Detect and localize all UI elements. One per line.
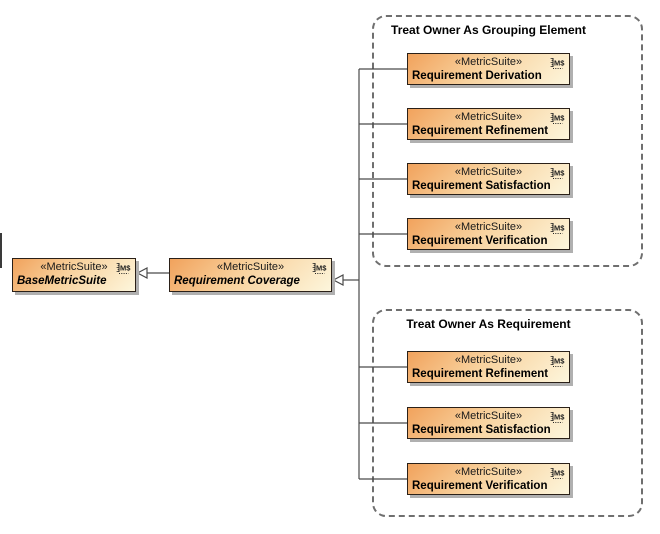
svg-text:M$: M$	[554, 224, 565, 233]
generalization-arrowhead-at-coverage	[332, 274, 344, 286]
group-title: Treat Owner As Grouping Element	[391, 23, 586, 37]
stereotype-label: «MetricSuite»	[454, 354, 523, 366]
node-base-metric-suite[interactable]: M$ «MetricSuite» BaseMetricSuite	[12, 258, 136, 292]
stereotype-label: «MetricSuite»	[40, 261, 108, 273]
node-name: Requirement Satisfaction	[412, 180, 551, 192]
group-treat-owner-as-requirement[interactable]: Treat Owner As Requirement	[372, 309, 643, 517]
metric-suite-icon: M$	[549, 411, 565, 424]
svg-text:M$: M$	[554, 114, 565, 123]
node-name: Requirement Satisfaction	[412, 424, 551, 436]
node-requirement-verification-requirement[interactable]: M$ «MetricSuite» Requirement Verificatio…	[407, 463, 570, 495]
node-requirement-satisfaction-requirement[interactable]: M$ «MetricSuite» Requirement Satisfactio…	[407, 407, 570, 439]
svg-text:M$: M$	[554, 469, 565, 478]
node-name: Requirement Derivation	[412, 70, 542, 82]
node-name: Requirement Coverage	[174, 275, 300, 287]
metric-suite-icon: M$	[549, 167, 565, 180]
stereotype-label: «MetricSuite»	[454, 166, 523, 178]
node-name: Requirement Refinement	[412, 125, 549, 137]
generalization-arrowhead-at-base	[136, 267, 148, 279]
node-requirement-refinement-grouping[interactable]: M$ «MetricSuite» Requirement Refinement	[407, 108, 570, 140]
svg-text:M$: M$	[554, 59, 565, 68]
stereotype-label: «MetricSuite»	[216, 261, 285, 273]
metric-suite-icon: M$	[549, 355, 565, 368]
node-requirement-verification-grouping[interactable]: M$ «MetricSuite» Requirement Verificatio…	[407, 218, 570, 250]
node-name: Requirement Verification	[412, 235, 548, 247]
node-requirement-coverage[interactable]: M$ «MetricSuite» Requirement Coverage	[169, 258, 332, 292]
svg-text:M$: M$	[554, 413, 565, 422]
svg-text:M$: M$	[554, 169, 565, 178]
stereotype-label: «MetricSuite»	[454, 56, 523, 68]
node-requirement-refinement-requirement[interactable]: M$ «MetricSuite» Requirement Refinement	[407, 351, 570, 383]
stereotype-label: «MetricSuite»	[454, 221, 523, 233]
group-treat-owner-as-grouping-element[interactable]: Treat Owner As Grouping Element	[372, 15, 643, 267]
node-requirement-satisfaction-grouping[interactable]: M$ «MetricSuite» Requirement Satisfactio…	[407, 163, 570, 195]
metric-suite-icon: M$	[549, 467, 565, 480]
stereotype-label: «MetricSuite»	[454, 466, 523, 478]
node-name: Requirement Verification	[412, 480, 548, 492]
node-name: Requirement Refinement	[412, 368, 549, 380]
metric-suite-icon: M$	[115, 262, 131, 275]
svg-text:M$: M$	[554, 357, 565, 366]
metric-suite-icon: M$	[549, 222, 565, 235]
group-title: Treat Owner As Requirement	[406, 317, 571, 331]
metric-suite-icon: M$	[549, 57, 565, 70]
stereotype-label: «MetricSuite»	[454, 111, 523, 123]
node-name: BaseMetricSuite	[17, 275, 107, 287]
metric-suite-icon: M$	[311, 262, 327, 275]
stereotype-label: «MetricSuite»	[454, 410, 523, 422]
node-requirement-derivation[interactable]: M$ «MetricSuite» Requirement Derivation	[407, 53, 570, 85]
svg-text:M$: M$	[120, 264, 131, 273]
metric-suite-icon: M$	[549, 112, 565, 125]
svg-text:M$: M$	[316, 264, 327, 273]
